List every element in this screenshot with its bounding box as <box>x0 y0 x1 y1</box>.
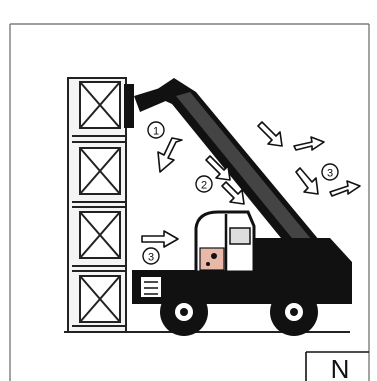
arrow-lower-right <box>330 181 360 196</box>
step-marker-3-left-label: 3 <box>148 252 154 264</box>
front-wheel <box>160 288 208 336</box>
step-marker-1-label: 1 <box>153 126 159 138</box>
rear-wheel <box>270 288 318 336</box>
crate-4 <box>80 276 120 322</box>
arrow-lower-diag <box>296 168 318 194</box>
telehandler-body <box>132 212 352 336</box>
page-tag: N <box>331 354 350 381</box>
operator-cab <box>196 212 254 272</box>
arrow-upper-diag <box>258 122 282 146</box>
pallet-stack <box>68 78 126 332</box>
step-marker-3-left: 3 <box>143 248 159 264</box>
step-marker-2: 2 <box>196 176 212 192</box>
arrow-upper-right <box>294 137 324 150</box>
step-marker-3-right: 3 <box>322 164 338 180</box>
page-tag-box: N <box>306 352 369 381</box>
step-marker-3-right-label: 3 <box>327 168 333 180</box>
arrow-step3-left <box>142 231 178 247</box>
crate-1 <box>80 82 120 128</box>
step-marker-2-label: 2 <box>201 180 207 192</box>
crate-3 <box>80 212 120 258</box>
arrow-step1 <box>158 138 182 172</box>
step-marker-1: 1 <box>148 122 164 138</box>
crate-2 <box>80 148 120 194</box>
